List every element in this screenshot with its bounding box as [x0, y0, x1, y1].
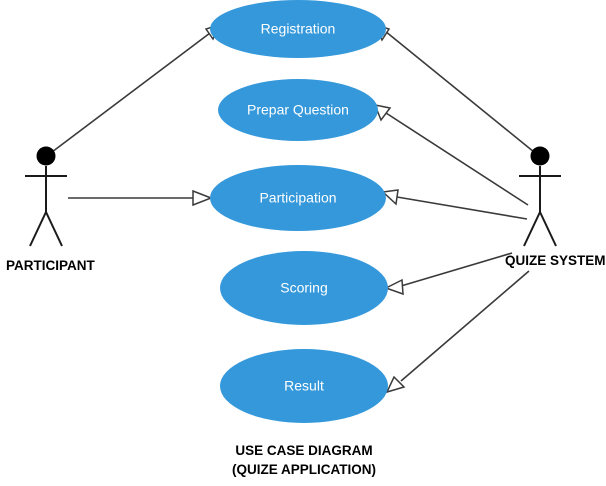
- association-quizesystem-participation[interactable]: [381, 189, 528, 220]
- association-quizesystem-registration[interactable]: [374, 23, 535, 153]
- usecase-label: Result: [284, 378, 324, 394]
- association-line: [400, 270, 530, 382]
- usecase-ellipse: [210, 0, 386, 58]
- actor-stick-figure-icon: [25, 146, 67, 247]
- usecase-result[interactable]: Result: [220, 349, 388, 423]
- usecase-label: Participation: [259, 190, 336, 206]
- actor-participant[interactable]: PARTICIPANT: [6, 146, 95, 274]
- actor-left-leg-line: [523, 211, 541, 247]
- association-line: [51, 26, 219, 153]
- arrow-head-open-triangle: [373, 103, 392, 122]
- arrow-head-open-triangle: [384, 278, 404, 296]
- arrow-head-open-triangle: [192, 189, 214, 207]
- association-participant-registration[interactable]: [51, 23, 221, 153]
- association-quizesystem-preparquestion[interactable]: [373, 103, 529, 206]
- usecase-registration[interactable]: Registration: [210, 0, 386, 58]
- usecase-label: Scoring: [280, 280, 327, 296]
- association-line: [396, 196, 528, 220]
- usecase-prepar-question[interactable]: Prepar Question: [218, 79, 378, 141]
- usecase-label: Prepar Question: [247, 102, 349, 118]
- usecase-ellipse: [210, 165, 386, 231]
- actor-head-icon: [36, 146, 56, 166]
- actor-right-leg-line: [45, 211, 63, 247]
- association-participant-participation[interactable]: [68, 189, 214, 207]
- actors-layer: PARTICIPANT QUIZE SYSTEM: [6, 146, 606, 274]
- caption-line-1: USE CASE DIAGRAM: [235, 443, 372, 458]
- usecase-scoring[interactable]: Scoring: [220, 251, 388, 325]
- association-line: [400, 252, 513, 287]
- association-line: [384, 30, 535, 153]
- usecase-label: Registration: [261, 21, 336, 37]
- caption-line-2: (QUIZE APPLICATION): [232, 462, 376, 477]
- usecase-ellipse: [220, 251, 388, 325]
- usecases-layer: Registration Prepar Question Participati…: [210, 0, 388, 423]
- actor-label-quize-system: QUIZE SYSTEM: [505, 253, 606, 268]
- arrow-head-open-triangle: [385, 375, 406, 394]
- association-quizesystem-scoring[interactable]: [384, 252, 513, 296]
- association-line: [385, 112, 529, 206]
- usecase-ellipse: [220, 349, 388, 423]
- actor-head-icon: [530, 146, 550, 166]
- actor-stick-figure-icon: [519, 146, 561, 247]
- actor-right-leg-line: [539, 211, 557, 247]
- actor-label-participant: PARTICIPANT: [6, 258, 95, 273]
- actor-left-leg-line: [29, 211, 47, 247]
- diagram-caption: USE CASE DIAGRAM (QUIZE APPLICATION): [232, 443, 376, 477]
- associations-layer: [51, 23, 535, 394]
- actor-quize-system[interactable]: QUIZE SYSTEM: [505, 146, 606, 269]
- usecase-ellipse: [218, 79, 378, 141]
- association-quizesystem-result[interactable]: [385, 270, 530, 394]
- usecase-participation[interactable]: Participation: [210, 165, 386, 231]
- arrow-head-open-triangle: [381, 189, 399, 206]
